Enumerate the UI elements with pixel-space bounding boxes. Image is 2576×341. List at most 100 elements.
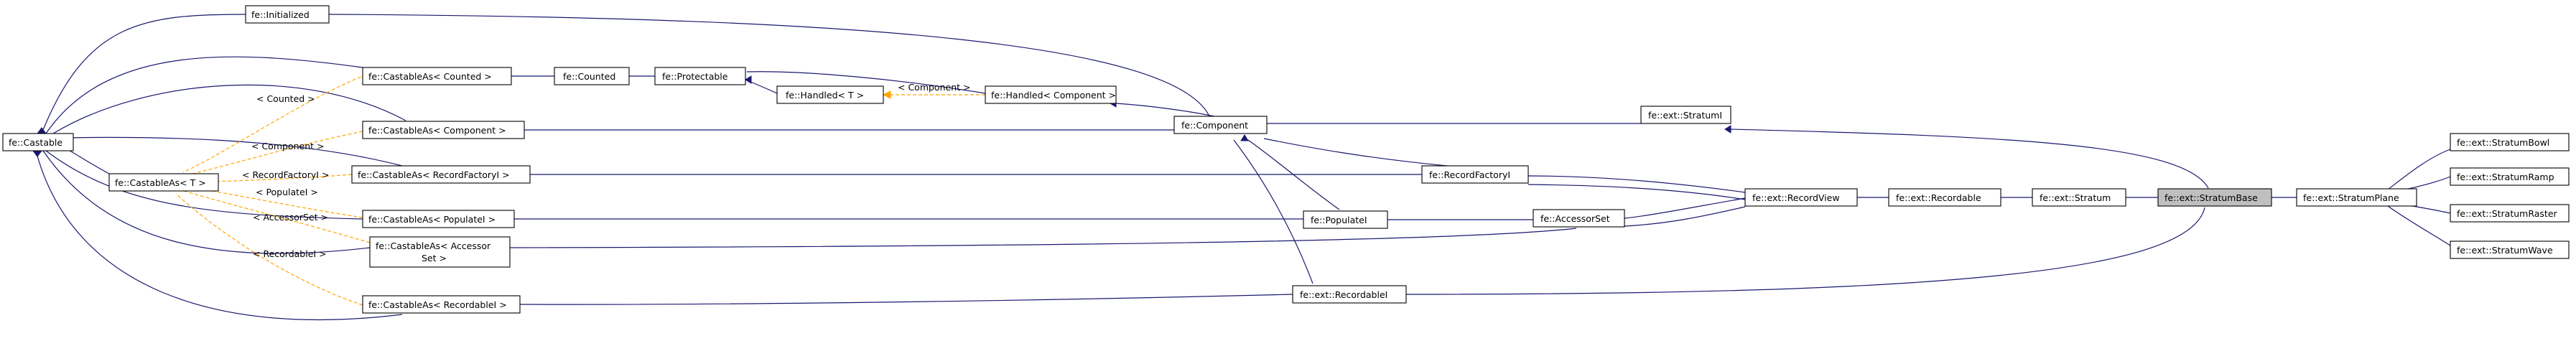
- node-label: fe::Counted: [563, 71, 615, 82]
- node-label: fe::ext::Recordable: [1896, 192, 1981, 203]
- edge-label-counted: < Counted >: [256, 93, 315, 104]
- node-label: fe::RecordFactoryI: [1429, 169, 1510, 180]
- node-label: fe::ext::StratumBase: [2165, 192, 2258, 203]
- arrowhead-protectable: [745, 75, 752, 84]
- node-stratumramp[interactable]: fe::ext::StratumRamp: [2450, 167, 2570, 186]
- edge-labels: < Counted > < Component > < RecordFactor…: [242, 82, 970, 259]
- node-castableas-t[interactable]: fe::CastableAs< T >: [108, 173, 219, 192]
- edge-recordview-recordfactoryi-2: [1528, 184, 1746, 200]
- node-castableas-component[interactable]: fe::CastableAs< Component >: [362, 121, 525, 139]
- template-edge-populatei: [187, 186, 363, 218]
- node-box: [108, 173, 219, 192]
- node-label: fe::PopulateI: [1311, 215, 1367, 225]
- node-box: [1292, 285, 1407, 304]
- node-initialized[interactable]: fe::Initialized: [245, 5, 330, 24]
- node-box: [1888, 188, 2001, 207]
- node-handled-t[interactable]: fe::Handled< T >: [776, 85, 884, 104]
- edge-recordview-recordfactoryi: [1528, 175, 1746, 193]
- arrowhead-component-lower: [1240, 134, 1249, 141]
- node-box: [2032, 188, 2126, 207]
- node-recordfactoryi[interactable]: fe::RecordFactoryI: [1421, 165, 1529, 184]
- node-box: [362, 295, 521, 314]
- node-castableas-populatei[interactable]: fe::CastableAs< PopulateI >: [362, 210, 515, 228]
- edge-castableas-component-castable: [52, 84, 406, 134]
- node-box: [362, 121, 525, 139]
- edge-label-recordfactoryi: < RecordFactoryI >: [242, 169, 329, 180]
- node-label: fe::CastableAs< RecordFactoryI >: [358, 169, 510, 180]
- node-label: fe::CastableAs< T >: [115, 177, 206, 188]
- node-protectable[interactable]: fe::Protectable: [654, 67, 746, 85]
- node-stratumbase[interactable]: fe::ext::StratumBase: [2157, 188, 2272, 207]
- node-box: [2450, 133, 2570, 151]
- node-stratumbowl[interactable]: fe::ext::StratumBowl: [2450, 133, 2570, 151]
- edge-castableas-accessorset-castable: [42, 150, 371, 254]
- node-castableas-recordfactoryi[interactable]: fe::CastableAs< RecordFactoryI >: [351, 165, 531, 184]
- node-box: [2, 133, 74, 151]
- arrowhead-template-handled: [882, 90, 891, 99]
- edge-recordablei-castableas-recordablei: [519, 294, 1293, 305]
- node-stratumi[interactable]: fe::ext::StratumI: [1640, 106, 1731, 124]
- node-recordable[interactable]: fe::ext::Recordable: [1888, 188, 2001, 207]
- edge-initialized-castable: [41, 14, 246, 134]
- node-label: fe::Handled< Component >: [991, 90, 1116, 101]
- node-box: [2157, 188, 2272, 207]
- node-box: [554, 67, 630, 85]
- node-label: fe::ext::RecordableI: [1300, 289, 1387, 300]
- template-edge-counted: [182, 74, 367, 173]
- edge-label-recordablei: < RecordableI >: [253, 248, 327, 259]
- node-box: [654, 67, 746, 85]
- node-box: [369, 236, 511, 268]
- edge-label-component: < Component >: [251, 141, 324, 151]
- node-box: [2450, 204, 2570, 223]
- node-label: fe::AccessorSet: [1540, 213, 1610, 224]
- node-label: fe::ext::StratumRaster: [2457, 208, 2558, 219]
- edge-castableas-recordfactoryi-castable: [58, 136, 403, 167]
- node-accessorset[interactable]: fe::AccessorSet: [1533, 209, 1625, 228]
- edge-label-handled-component: < Component >: [898, 82, 970, 93]
- arrowhead-stratumi: [1724, 125, 1731, 134]
- node-box: [362, 67, 512, 85]
- template-edge-accessorset: [183, 190, 371, 243]
- edge-recordfactoryi-component: [1263, 138, 1448, 167]
- edge-stratumbowl-stratumplane: [2387, 149, 2451, 190]
- node-box: [776, 85, 884, 104]
- edge-populatei-component: [1247, 139, 1340, 210]
- node-label: fe::ext::Stratum: [2040, 192, 2111, 203]
- node-box: [985, 85, 1117, 104]
- node-stratum[interactable]: fe::ext::Stratum: [2032, 188, 2126, 207]
- node-castableas-accessorset[interactable]: fe::CastableAs< Accessor Set >: [369, 236, 511, 268]
- arrowhead-castable-top: [37, 127, 47, 134]
- node-counted[interactable]: fe::Counted: [554, 67, 630, 85]
- node-label: fe::Castable: [9, 137, 62, 148]
- node-component[interactable]: fe::Component: [1173, 116, 1268, 134]
- node-box: [1640, 106, 1731, 124]
- node-box: [1533, 209, 1625, 228]
- node-castableas-recordablei[interactable]: fe::CastableAs< RecordableI >: [362, 295, 521, 314]
- edge-castableas-counted-castable: [45, 56, 363, 134]
- node-stratumplane[interactable]: fe::ext::StratumPlane: [2296, 188, 2417, 207]
- edge-recordview-accessorset: [1624, 197, 1746, 219]
- edge-castableas-recordablei-castable: [35, 150, 403, 321]
- edge-stratumwave-stratumplane: [2387, 205, 2451, 246]
- edge-recordablei-component: [1233, 139, 1313, 284]
- node-recordablei[interactable]: fe::ext::RecordableI: [1292, 285, 1407, 304]
- node-box: [2296, 188, 2417, 207]
- node-box: [1303, 210, 1388, 229]
- node-label: fe::Protectable: [662, 71, 728, 82]
- edges: [35, 14, 2451, 321]
- node-box: [2450, 167, 2570, 186]
- node-castableas-counted[interactable]: fe::CastableAs< Counted >: [362, 67, 512, 85]
- node-box: [1744, 188, 1858, 207]
- node-recordview[interactable]: fe::ext::RecordView: [1744, 188, 1858, 207]
- node-box: [362, 210, 515, 228]
- node-label: fe::Handled< T >: [786, 90, 864, 101]
- edge-recordview-accessorset-2: [1624, 206, 1746, 227]
- node-handled-component[interactable]: fe::Handled< Component >: [985, 85, 1117, 104]
- node-populatei[interactable]: fe::PopulateI: [1303, 210, 1388, 229]
- node-stratumwave[interactable]: fe::ext::StratumWave: [2450, 240, 2570, 259]
- node-castable[interactable]: fe::Castable: [2, 133, 74, 151]
- edge-castableas-populatei-castable: [45, 150, 363, 220]
- node-label: fe::ext::StratumWave: [2457, 245, 2553, 256]
- node-stratumraster[interactable]: fe::ext::StratumRaster: [2450, 204, 2570, 223]
